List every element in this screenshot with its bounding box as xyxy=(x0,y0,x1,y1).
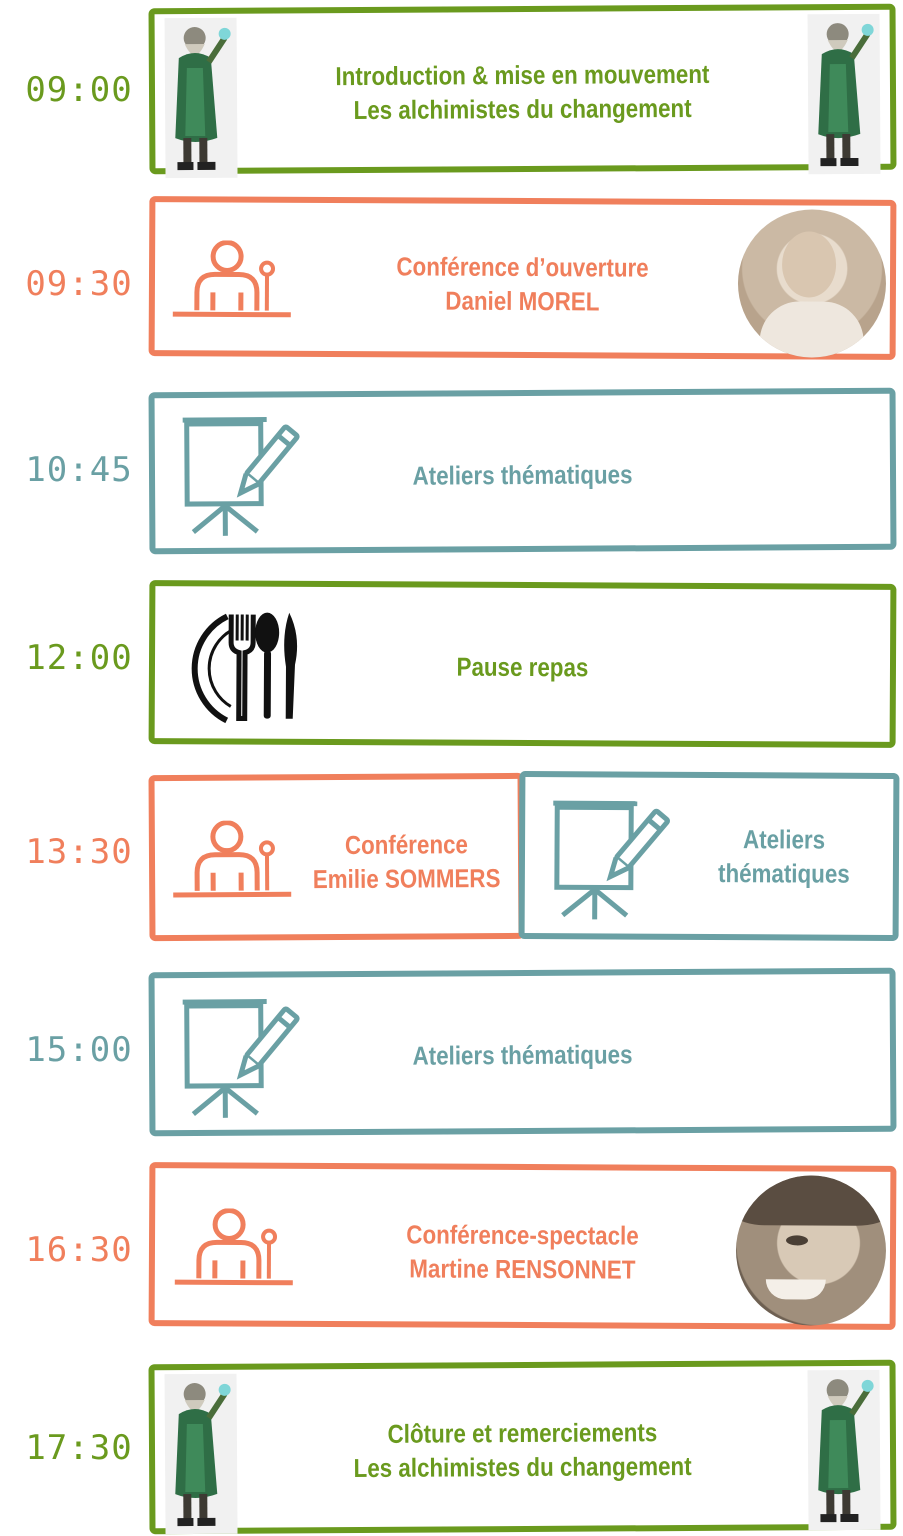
speaker-photo-head xyxy=(781,231,837,298)
session-card: Ateliers thématiques xyxy=(148,387,897,555)
session-title-line1: Clôture et remerciements xyxy=(387,1417,658,1449)
session-title: Ateliers thématiques xyxy=(690,822,878,891)
speaker-podium-icon xyxy=(169,820,299,901)
schedule-row-1045: 10:45 Ateliers thématiques xyxy=(0,382,903,562)
session-title-line2: thématiques xyxy=(717,858,850,889)
speaker-photo-shirt xyxy=(759,301,864,358)
session-card-workshops: Ateliers thématiques xyxy=(518,771,900,941)
speaker-photo xyxy=(737,209,887,358)
session-title-line2: Les alchimistes du changement xyxy=(353,1450,692,1484)
session-title: Ateliers thématiques xyxy=(206,1036,838,1074)
session-title-line1: Ateliers thématiques xyxy=(412,459,633,491)
time-label: 16:30 xyxy=(25,1230,133,1270)
session-title-line2: Les alchimistes du changement xyxy=(353,92,692,126)
session-title: Pause repas xyxy=(206,648,838,685)
schedule-row-1730: 17:30 Clôture et remerciements Les alchi… xyxy=(0,1356,903,1536)
session-card: Introduction & mise en mouvement Les alc… xyxy=(148,3,897,179)
schedule-row-1500: 15:00 Ateliers thématiques xyxy=(0,962,903,1142)
schedule-row-1200: 12:00 Pause repas xyxy=(0,574,903,754)
session-card: Conférence-spectacle Martine RENSONNET xyxy=(148,1162,897,1330)
session-title-line2: Emilie SOMMERS xyxy=(312,862,501,895)
time-label: 13:30 xyxy=(25,832,133,872)
session-title: Ateliers thématiques xyxy=(206,456,838,494)
time-label: 15:00 xyxy=(25,1030,133,1070)
session-card: Clôture et remerciements Les alchimistes… xyxy=(148,1359,897,1535)
speaker-photo-eye xyxy=(786,1235,809,1246)
speaker-photo-smile xyxy=(765,1279,826,1300)
speaker-photo xyxy=(735,1175,887,1326)
time-label: 09:30 xyxy=(25,264,133,304)
session-title-line1: Introduction & mise en mouvement xyxy=(335,58,710,92)
session-title-line1: Conférence xyxy=(344,829,469,860)
session-card: Conférence d’ouverture Daniel MOREL xyxy=(148,196,897,360)
time-label: 09:00 xyxy=(25,70,133,110)
session-card: Ateliers thématiques xyxy=(148,967,897,1137)
session-title-line1: Pause repas xyxy=(456,651,589,683)
session-title: Conférence Emilie SOMMERS xyxy=(310,827,502,896)
session-card-conference: Conférence Emilie SOMMERS xyxy=(148,772,525,942)
schedule-row-0900: 09:00 Introduction & mise en mouvement L… xyxy=(0,0,903,180)
time-label: 17:30 xyxy=(25,1428,133,1468)
session-title-line1: Ateliers thématiques xyxy=(412,1039,633,1071)
session-title: Clôture et remerciements Les alchimistes… xyxy=(206,1414,839,1486)
flipchart-pen-icon xyxy=(545,797,676,928)
session-card: Pause repas xyxy=(148,580,897,748)
session-title: Introduction & mise en mouvement Les alc… xyxy=(206,56,839,128)
session-title-line1: Ateliers xyxy=(742,824,826,855)
time-label: 10:45 xyxy=(25,450,133,490)
time-label: 12:00 xyxy=(25,638,133,678)
schedule-row-0930: 09:30 Conférence d’ouverture Daniel MORE… xyxy=(0,190,903,370)
speaker-photo-hair xyxy=(736,1175,887,1226)
schedule-row-1630: 16:30 Conférence-spectacle Martine RENSO… xyxy=(0,1156,903,1336)
schedule-row-1330: 13:30 Conférence Emilie SOMMERS Ateliers… xyxy=(0,768,903,948)
